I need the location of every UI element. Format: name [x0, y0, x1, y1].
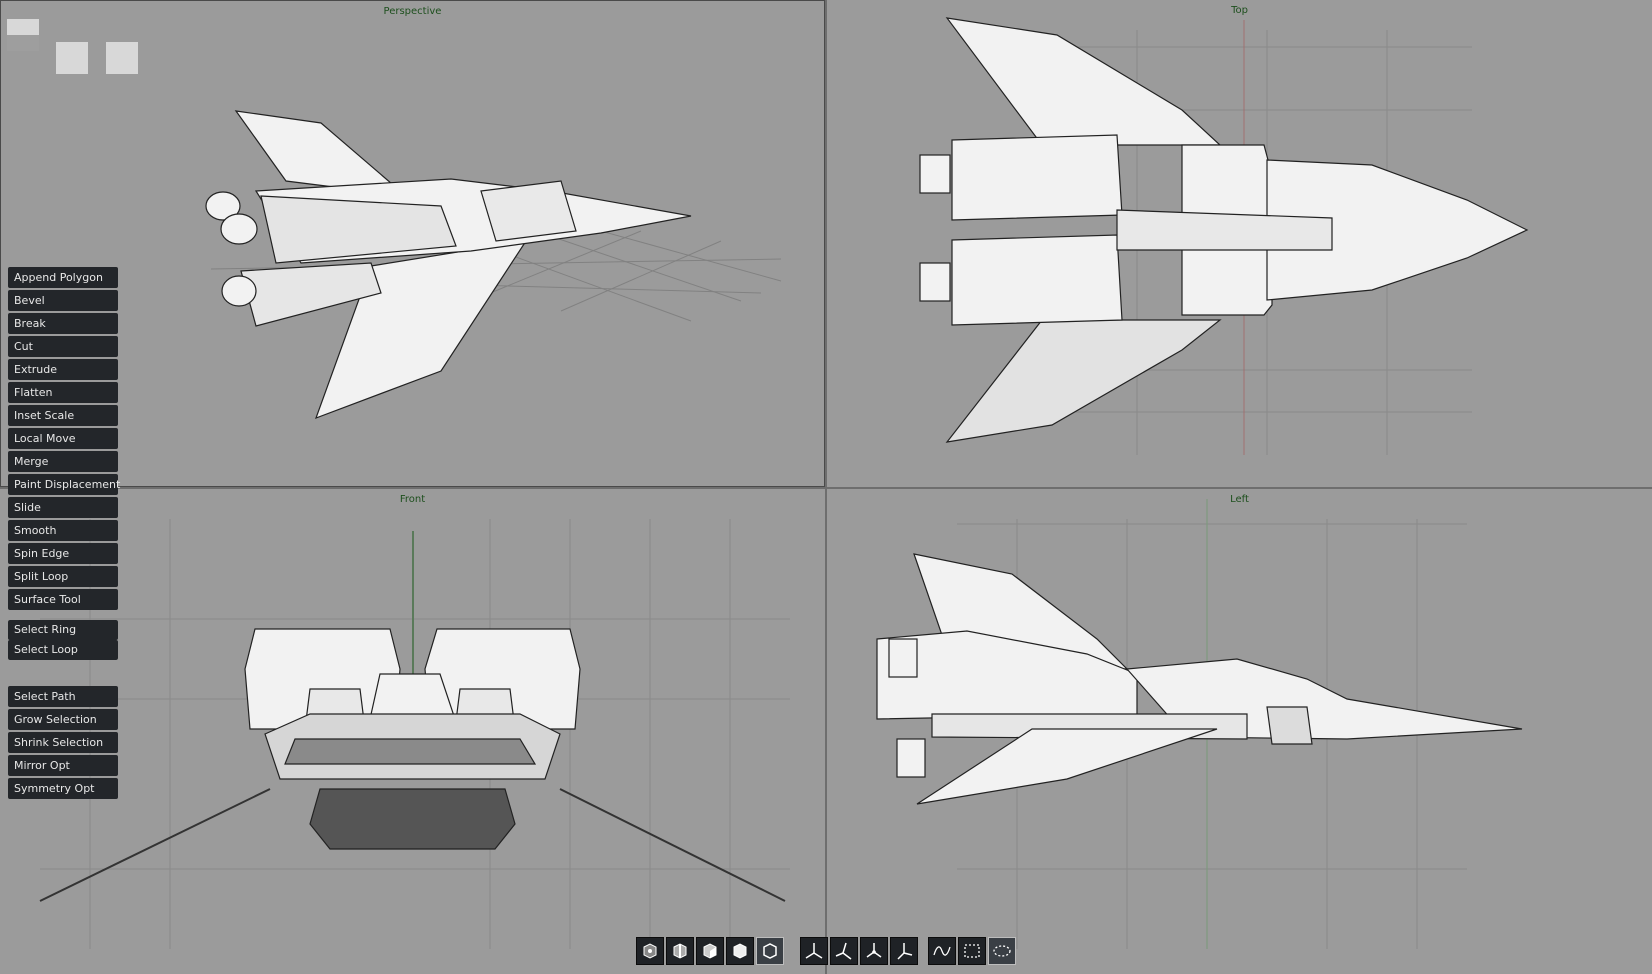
tool-mirror-opt[interactable]: Mirror Opt	[8, 755, 118, 776]
paint-select-button[interactable]	[988, 937, 1016, 965]
normal-axis-button[interactable]	[890, 937, 918, 965]
tool-surface-tool[interactable]: Surface Tool	[8, 589, 118, 610]
tool-extrude[interactable]: Extrude	[8, 359, 118, 380]
lasso-select-icon	[933, 946, 951, 956]
tool-local-move[interactable]: Local Move	[8, 428, 118, 449]
viewport-top[interactable]: Top	[827, 0, 1652, 487]
tool-merge[interactable]: Merge	[8, 451, 118, 472]
face-mode-icon	[703, 943, 717, 959]
tool-flatten[interactable]: Flatten	[8, 382, 118, 403]
viewport-title-left: Left	[1230, 494, 1249, 505]
tool-select-loop[interactable]: Select Loop	[8, 640, 118, 660]
tool-slide[interactable]: Slide	[8, 497, 118, 518]
tool-paint-displacement[interactable]: Paint Displacement	[8, 474, 120, 495]
object-mode-icon	[733, 943, 747, 959]
tool-inset-scale[interactable]: Inset Scale	[8, 405, 118, 426]
tool-bevel[interactable]: Bevel	[8, 290, 118, 311]
tool-symmetry-opt[interactable]: Symmetry Opt	[8, 778, 118, 799]
local-axis-icon	[835, 942, 852, 960]
screen-axis-button[interactable]	[860, 937, 888, 965]
viewport-front[interactable]: Front	[0, 489, 825, 974]
object-mode-button[interactable]	[726, 937, 754, 965]
edge-mode-button[interactable]	[666, 937, 694, 965]
face-mode-button[interactable]	[696, 937, 724, 965]
tool-grow-selection[interactable]: Grow Selection	[8, 709, 118, 730]
lasso-select-button[interactable]	[928, 937, 956, 965]
layout-single-swatch[interactable]	[7, 19, 39, 51]
shaded-mode-button[interactable]	[756, 937, 784, 965]
viewport-title-top: Top	[1231, 5, 1248, 16]
vertex-mode-icon	[643, 943, 657, 959]
world-axis-button[interactable]	[800, 937, 828, 965]
path-tools-menu: Select Path Grow Selection Shrink Select…	[8, 686, 118, 801]
tool-cut[interactable]: Cut	[8, 336, 118, 357]
edge-mode-icon	[673, 943, 687, 959]
left-scene	[876, 499, 1523, 949]
viewport-perspective[interactable]: Perspective	[0, 0, 825, 487]
paint-select-icon	[993, 945, 1011, 957]
layout-split-swatch[interactable]	[56, 42, 88, 74]
viewport-title-perspective: Perspective	[383, 6, 442, 17]
tool-append-polygon[interactable]: Append Polygon	[8, 267, 118, 288]
tool-smooth[interactable]: Smooth	[8, 520, 118, 541]
front-scene	[39, 519, 790, 949]
edit-tools-menu: Append Polygon Bevel Break Cut Extrude F…	[8, 267, 120, 612]
tool-spin-edge[interactable]: Spin Edge	[8, 543, 118, 564]
tool-select-path[interactable]: Select Path	[8, 686, 118, 707]
tool-break[interactable]: Break	[8, 313, 118, 334]
vertex-mode-button[interactable]	[636, 937, 664, 965]
tool-split-loop[interactable]: Split Loop	[8, 566, 118, 587]
rect-select-icon	[964, 944, 980, 958]
top-scene	[919, 17, 1529, 455]
viewport-title-front: Front	[399, 494, 426, 505]
tool-shrink-selection[interactable]: Shrink Selection	[8, 732, 118, 753]
select-tools-menu: Select Ring Select Loop	[8, 620, 118, 660]
rect-select-button[interactable]	[958, 937, 986, 965]
tool-select-ring[interactable]: Select Ring	[8, 620, 118, 640]
layout-quad-swatch[interactable]	[106, 42, 138, 74]
perspective-scene	[205, 110, 782, 420]
shaded-mode-icon	[763, 943, 777, 959]
normal-axis-icon	[897, 943, 913, 960]
screen-axis-icon	[866, 943, 882, 958]
local-axis-button[interactable]	[830, 937, 858, 965]
world-axis-icon	[805, 943, 823, 959]
viewport-left[interactable]: Left	[827, 489, 1652, 974]
